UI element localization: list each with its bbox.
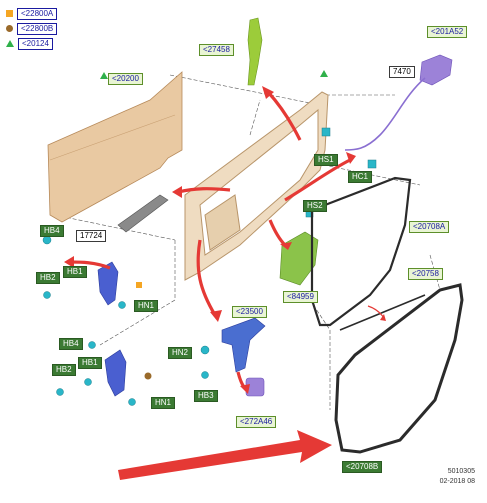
legend-code-22800a[interactable]: <22800A: [17, 7, 58, 20]
label-hn2[interactable]: HN2: [168, 347, 193, 359]
door-panel-crease: [49, 114, 176, 161]
top-window-seal: [247, 17, 263, 86]
brown-dot-marker: [144, 372, 152, 380]
label-seal-20708a[interactable]: <20708A: [409, 221, 450, 233]
label-trim-strip[interactable]: 17724: [76, 230, 107, 242]
label-check-arm[interactable]: <23500: [232, 306, 267, 318]
fasteners-teal: [42, 127, 377, 406]
sill-seal-20758: [339, 294, 426, 331]
green-triangle-markers: [100, 70, 328, 79]
legend-code-22800b[interactable]: <22800B: [17, 22, 58, 35]
label-hb4-bottom[interactable]: HB4: [59, 338, 83, 350]
lower-hinge: [104, 349, 127, 397]
brown-dot-icon: [6, 25, 13, 32]
label-hc1[interactable]: HC1: [348, 171, 373, 183]
label-hb1-top[interactable]: HB1: [63, 266, 87, 278]
orange-square-icon: [6, 10, 13, 17]
trim-strip: [117, 194, 169, 233]
green-triangle-icon: [6, 40, 14, 47]
orange-square-marker: [136, 282, 142, 288]
label-hb2-top[interactable]: HB2: [36, 272, 60, 284]
legend-row-22800a: <22800A: [6, 7, 58, 20]
label-seal-20708b[interactable]: <20708B: [342, 461, 383, 473]
door-check-arm: [221, 317, 266, 373]
label-hb4-top[interactable]: HB4: [40, 225, 64, 237]
label-bracket-272a46[interactable]: <272A46: [236, 416, 277, 428]
small-red-arrow: [367, 305, 385, 319]
label-door-skin[interactable]: <20200: [108, 73, 143, 85]
door-outer-panel: [47, 71, 183, 223]
label-hs1[interactable]: HS1: [314, 154, 338, 166]
legend-row-22800b: <22800B: [6, 22, 58, 35]
label-hn1-top[interactable]: HN1: [134, 300, 159, 312]
door-inner-frame: [184, 91, 329, 281]
label-hs2[interactable]: HS2: [303, 200, 327, 212]
door-seal-20708b: [334, 283, 464, 454]
upper-hinge: [97, 261, 119, 306]
label-hn1-bottom[interactable]: HN1: [151, 397, 176, 409]
legend-code-20124[interactable]: <20124: [18, 37, 53, 50]
label-foam-block[interactable]: <84959: [283, 291, 318, 303]
label-hb3[interactable]: HB3: [194, 390, 218, 402]
big-red-arrow: [118, 430, 332, 480]
diagram-ref-number: 5010305: [447, 468, 475, 475]
label-hb2-bottom[interactable]: HB2: [52, 364, 76, 376]
label-seal-20758[interactable]: <20758: [408, 268, 443, 280]
label-top-seal[interactable]: <27458: [199, 44, 234, 56]
control-cable: [344, 77, 426, 151]
label-cable[interactable]: 7470: [389, 66, 415, 78]
label-hb1-bottom[interactable]: HB1: [78, 357, 102, 369]
diagram-date: 02-2018 08: [439, 478, 475, 485]
latch-connector: [419, 54, 453, 86]
label-latch-connector[interactable]: <201A52: [427, 26, 468, 38]
legend-row-20124: <20124: [6, 37, 53, 50]
door-seal-20708a: [310, 176, 412, 327]
red-arrowheads: [64, 86, 356, 394]
